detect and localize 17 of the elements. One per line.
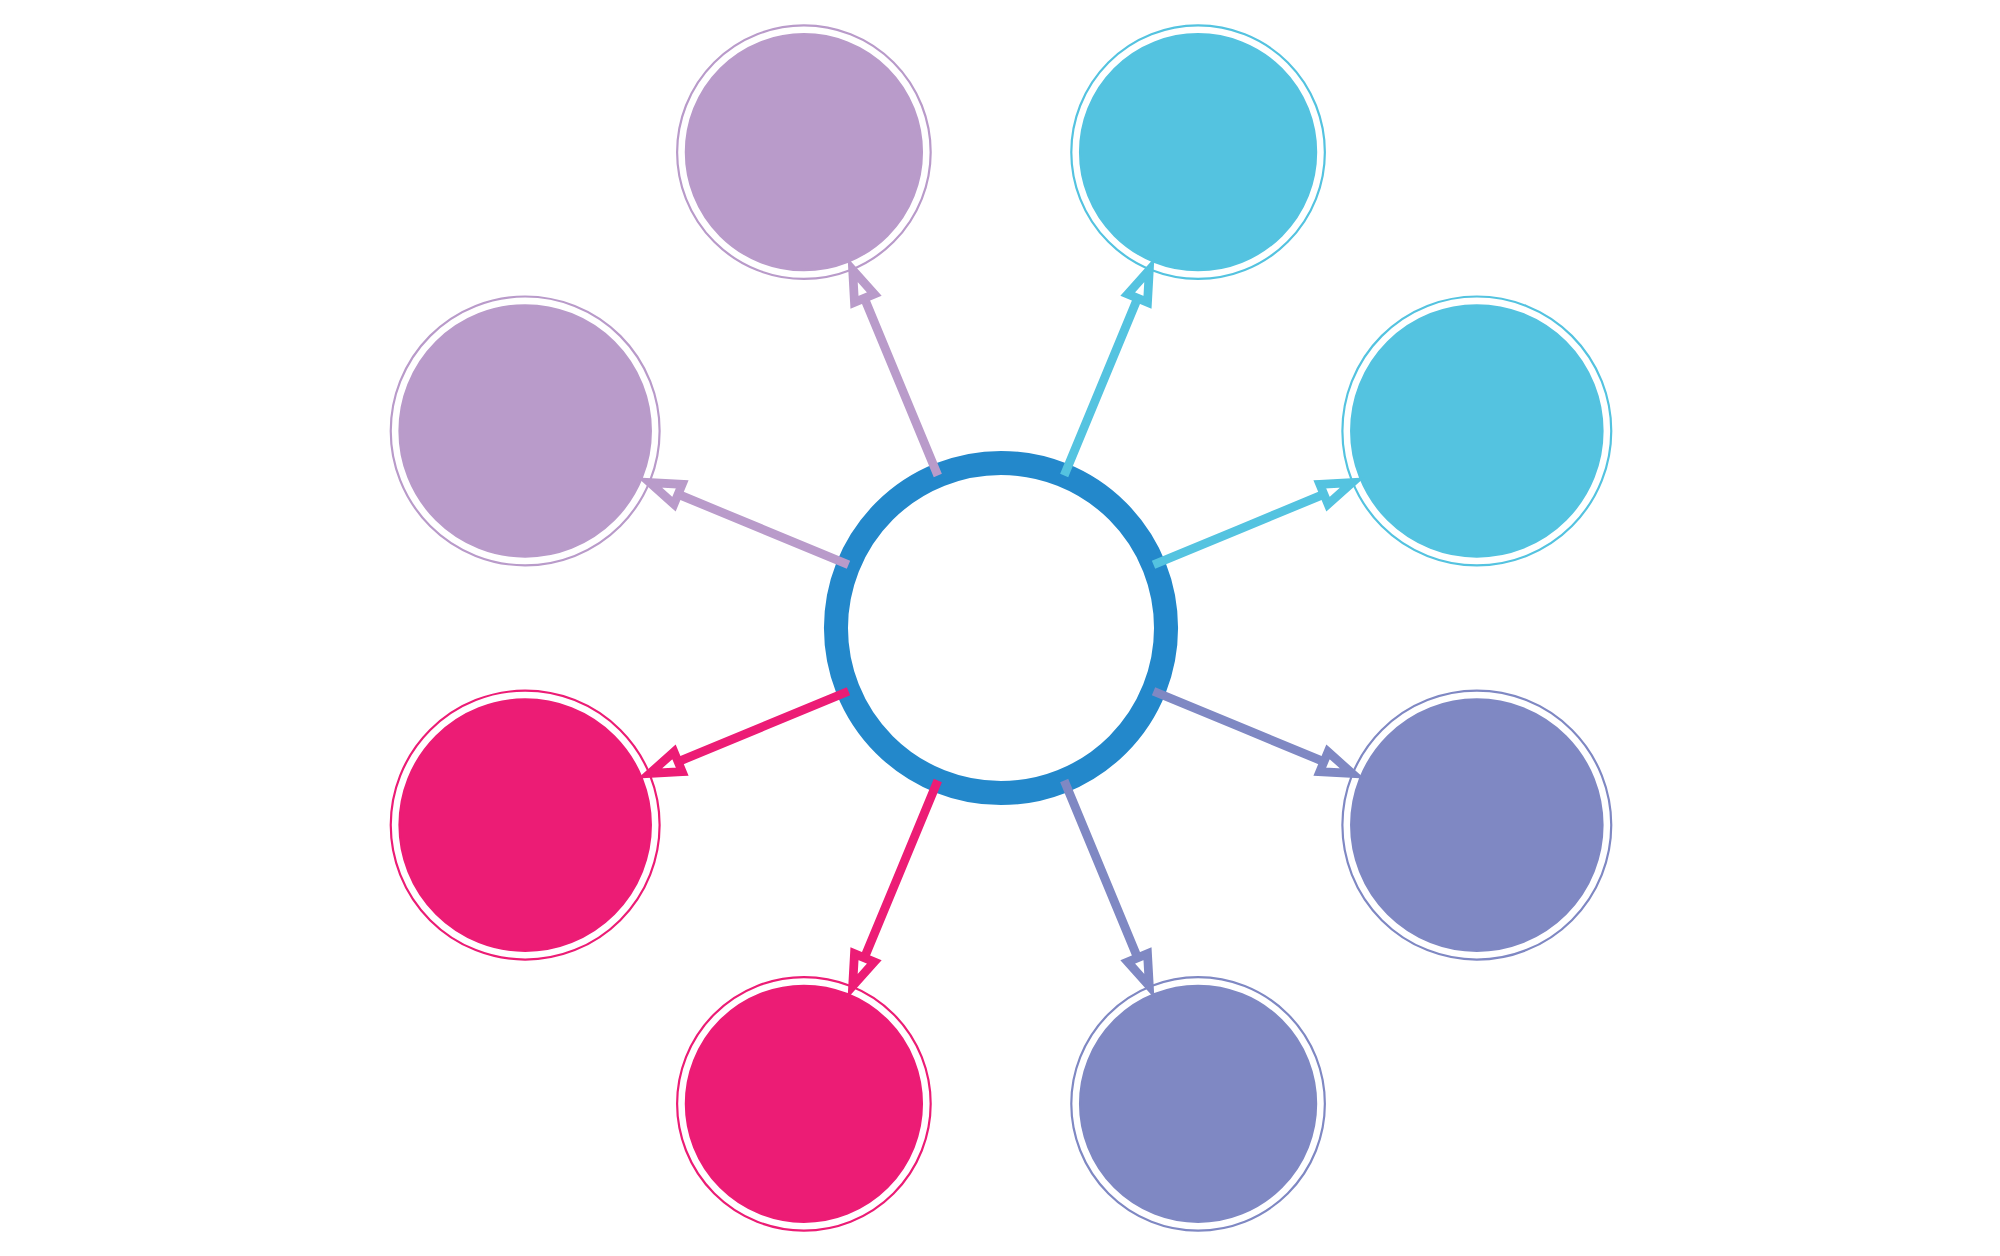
node-circle xyxy=(822,450,1178,806)
node-circle xyxy=(1069,24,1325,281)
arrow xyxy=(846,778,941,999)
arrow xyxy=(1150,477,1364,569)
arrow xyxy=(1150,687,1364,779)
node-circle xyxy=(1340,689,1612,961)
node-circle xyxy=(388,295,660,567)
arrow xyxy=(1059,257,1154,478)
node-circle xyxy=(388,689,660,961)
node-circle xyxy=(1340,295,1612,567)
arrow xyxy=(636,477,850,569)
arrow xyxy=(636,687,850,779)
node-circle xyxy=(675,24,931,281)
arrow xyxy=(1059,778,1154,999)
arrow xyxy=(846,257,941,478)
node-circle xyxy=(1069,975,1325,1232)
node-circle xyxy=(675,975,931,1232)
